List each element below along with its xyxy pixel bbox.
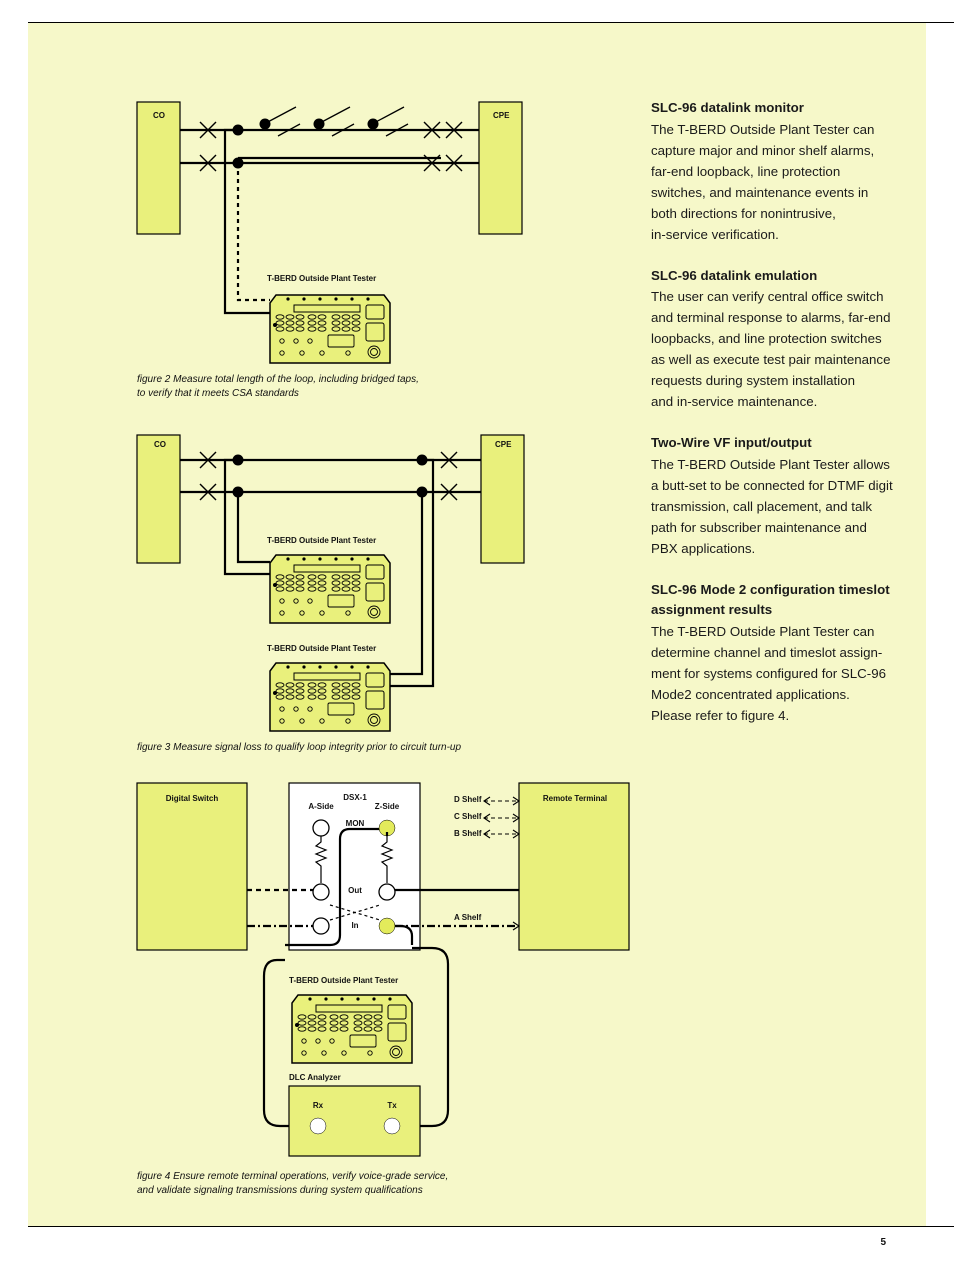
co-box (136, 101, 181, 235)
bottom-rule (28, 1226, 954, 1227)
figure-4-caption: figure 4 Ensure remote terminal operatio… (137, 1170, 517, 1198)
figure-3-diagram: CO CPE T-BERD Outside Plant Tester T-BER… (130, 430, 550, 735)
co-box (136, 434, 181, 564)
shelf-arrows (483, 796, 520, 931)
a-out-jack (312, 883, 330, 901)
caption-line: figure 4 Ensure remote terminal operatio… (137, 1171, 449, 1182)
rx-label: Rx (313, 1101, 324, 1110)
tester-1-label: T-BERD Outside Plant Tester (267, 536, 376, 545)
in-label: In (351, 921, 358, 930)
bridged-taps (263, 106, 409, 137)
section-heading: Two-Wire VF input/output (651, 435, 812, 450)
section-two-wire-vf: Two-Wire VF input/output The T-BERD Outs… (651, 433, 896, 559)
cut-marks (199, 121, 463, 172)
figure-3-caption: figure 3 Measure signal loss to qualify … (137, 742, 462, 753)
cpe-label: CPE (493, 111, 510, 120)
cpe-label: CPE (495, 440, 512, 449)
co-label: CO (153, 111, 165, 120)
tester-device-icon (291, 994, 413, 1064)
tester-2-label: T-BERD Outside Plant Tester (267, 644, 376, 653)
caption-line: and validate signaling transmissions dur… (137, 1185, 423, 1196)
figure-2-caption: figure 2 Measure total length of the loo… (137, 373, 517, 401)
a-mon-jack (312, 819, 330, 837)
section-mode2-timeslot: SLC-96 Mode 2 configuration timeslot ass… (651, 580, 896, 726)
section-body: The T-BERD Outside Plant Tester can capt… (651, 121, 875, 242)
caption-line: to verify that it meets CSA standards (137, 388, 299, 399)
dlc-analyzer-box (288, 1085, 421, 1157)
mon-label: MON (346, 819, 365, 828)
section-heading: SLC-96 datalink emulation (651, 267, 818, 283)
dsx-label: DSX-1 (343, 793, 367, 802)
cpe-box (478, 101, 523, 235)
section-heading: SLC-96 Mode 2 configuration timeslot ass… (651, 581, 890, 618)
z-side-label: Z-Side (375, 802, 400, 811)
out-label: Out (348, 886, 362, 895)
d-shelf-label: D Shelf (454, 795, 482, 804)
a-side-label: A-Side (308, 802, 334, 811)
c-shelf-label: C Shelf (454, 812, 482, 821)
tester-device-icon (269, 294, 391, 364)
tx-label: Tx (387, 1101, 397, 1110)
a-shelf-label: A Shelf (454, 913, 482, 922)
section-body: The T-BERD Outside Plant Tester allows a… (651, 456, 893, 556)
z-in-jack (378, 917, 396, 935)
digital-switch-box (136, 782, 248, 951)
tester-label: T-BERD Outside Plant Tester (289, 976, 398, 985)
co-label: CO (154, 440, 166, 449)
section-body: The T-BERD Outside Plant Tester can dete… (651, 623, 887, 723)
z-out-jack (378, 883, 396, 901)
dlc-label: DLC Analyzer (289, 1073, 341, 1082)
tester-device-icon (269, 554, 391, 624)
section-datalink-emulation: SLC-96 datalink emulation The user can v… (651, 266, 896, 413)
caption-line: figure 2 Measure total length of the loo… (137, 374, 419, 385)
section-heading: SLC-96 datalink monitor (651, 100, 804, 115)
cpe-box (480, 434, 525, 564)
tester-device-icon (269, 662, 391, 732)
dsx-panel (288, 782, 421, 951)
section-body: The user can verify central office switc… (651, 289, 891, 409)
rx-port (309, 1117, 327, 1135)
page-number: 5 (880, 1237, 886, 1248)
digital-switch-label: Digital Switch (166, 794, 219, 803)
feature-text-column: SLC-96 datalink monitor The T-BERD Outsi… (651, 98, 896, 747)
tester-label: T-BERD Outside Plant Tester (267, 274, 376, 283)
section-datalink-monitor: SLC-96 datalink monitor The T-BERD Outsi… (651, 98, 896, 245)
tap-dots (232, 118, 379, 169)
remote-terminal-box (518, 782, 630, 951)
b-shelf-label: B Shelf (454, 829, 482, 838)
a-in-jack (312, 917, 330, 935)
top-rule (28, 22, 954, 23)
figure-2-diagram: CO CPE T-BERD Outside Plant Tester (130, 95, 550, 375)
figure-4-diagram: Digital Switch DSX-1 A-Side Z-Side MON O… (130, 775, 650, 1165)
tx-port (383, 1117, 401, 1135)
remote-terminal-label: Remote Terminal (543, 794, 607, 803)
